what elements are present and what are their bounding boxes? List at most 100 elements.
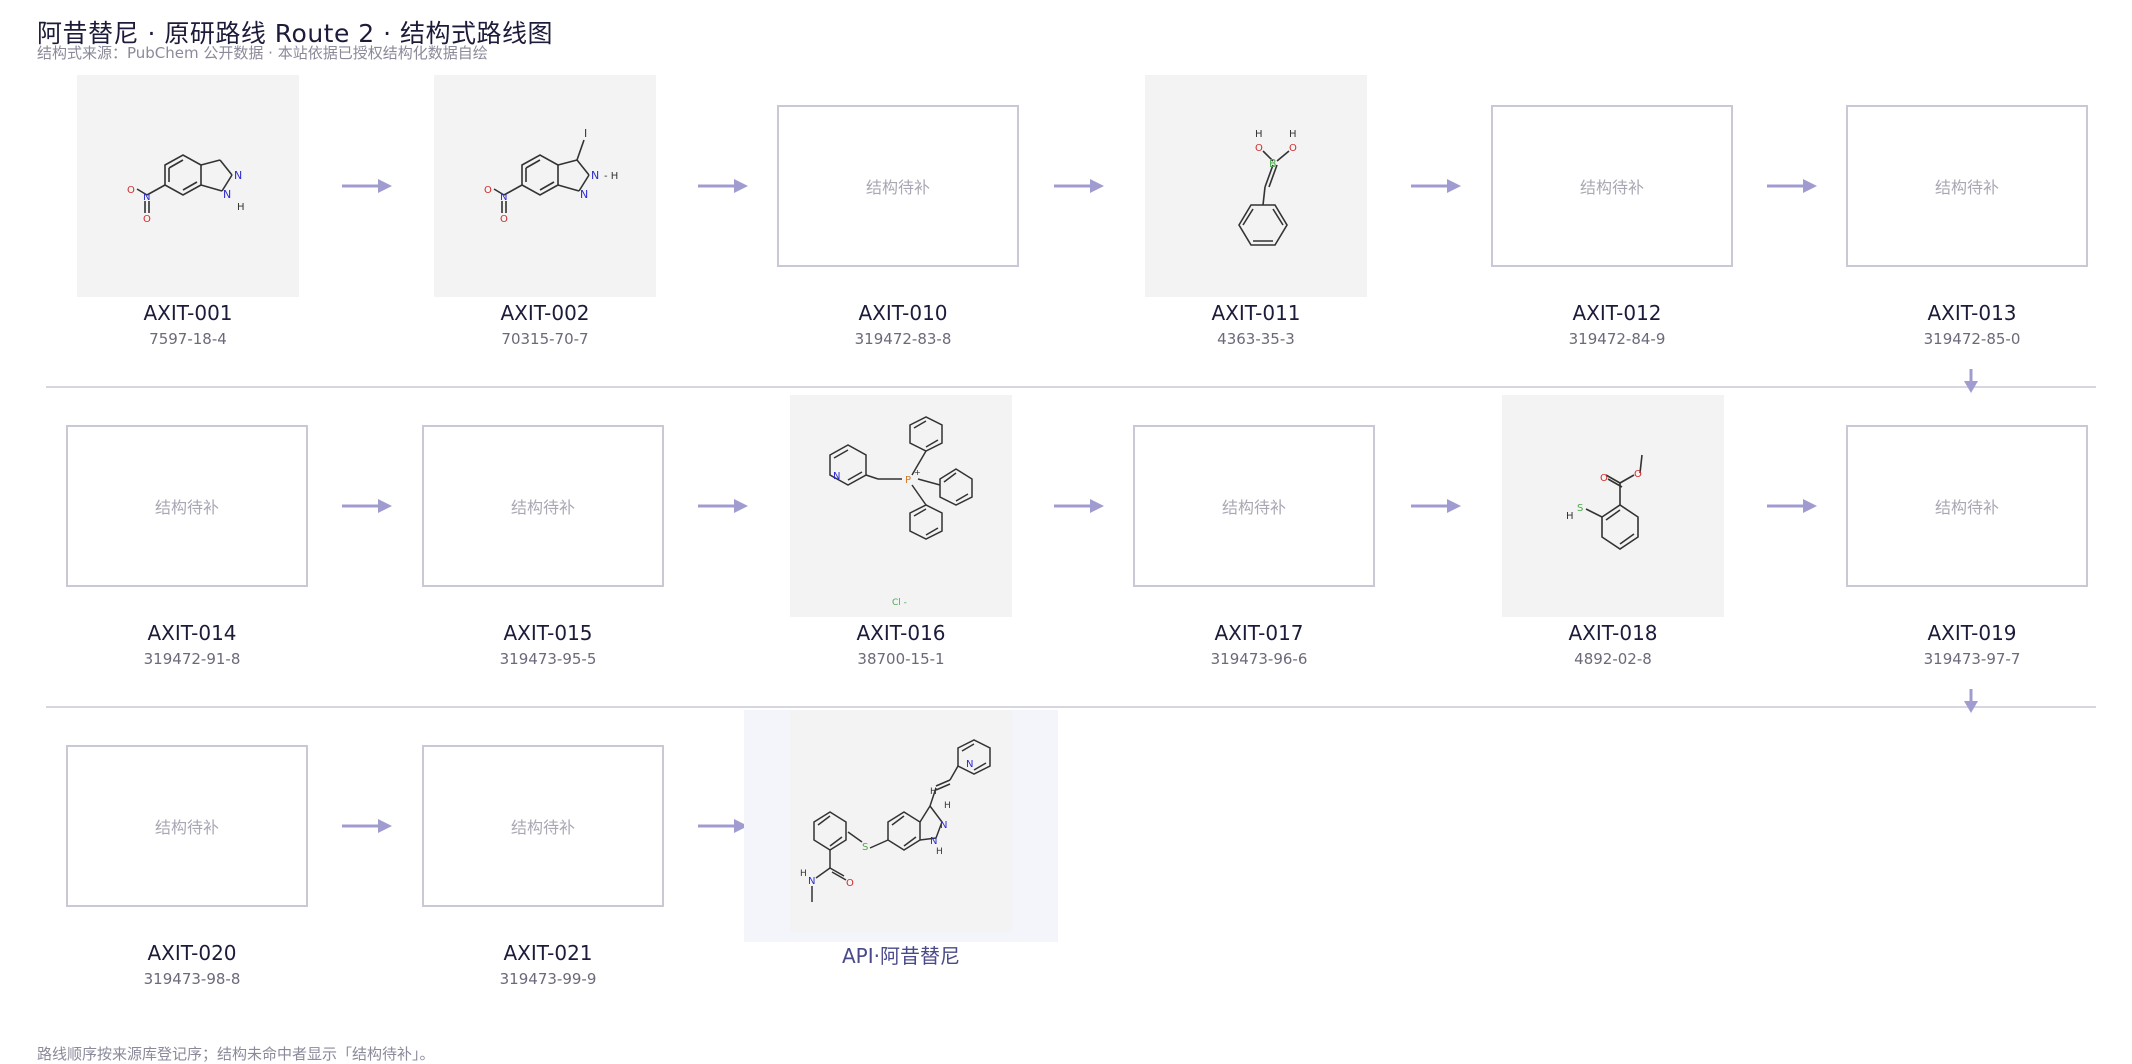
- structure-image: N N H N O O: [77, 75, 299, 297]
- svg-text:H: H: [1566, 511, 1574, 522]
- structure-placeholder: 结构待补: [66, 745, 308, 907]
- right-arrow-icon: [1054, 499, 1104, 513]
- row-separator: [46, 706, 2096, 708]
- footnote: 路线顺序按来源库登记序；结构未命中者显示「结构待补」。: [37, 1045, 435, 1063]
- page-subtitle: 结构式来源：PubChem 公开数据 · 本站依据已授权结构化数据自绘: [37, 44, 488, 62]
- svg-text:H: H: [936, 847, 943, 857]
- step-cas: 319473-95-5: [499, 650, 597, 668]
- step-code: AXIT-020: [147, 941, 237, 965]
- svg-text:O: O: [1289, 143, 1297, 154]
- svg-text:N: N: [966, 759, 973, 770]
- svg-text:O: O: [484, 185, 492, 196]
- svg-text:N: N: [808, 876, 815, 887]
- row-separator: [46, 386, 2096, 388]
- structure-placeholder: 结构待补: [1846, 425, 2088, 587]
- step-code: AXIT-017: [1214, 621, 1304, 645]
- svg-text:O: O: [1634, 469, 1642, 480]
- right-arrow-icon: [1767, 179, 1817, 193]
- step-cas: 319473-98-8: [143, 970, 241, 988]
- svg-text:N: N: [833, 471, 840, 482]
- structure-image: B O O H H: [1145, 75, 1367, 297]
- step-cas: 319473-99-9: [499, 970, 597, 988]
- step-cas: 319472-91-8: [143, 650, 241, 668]
- step-code: AXIT-012: [1572, 301, 1662, 325]
- svg-text:- H: - H: [604, 171, 618, 182]
- right-arrow-icon: [698, 819, 748, 833]
- api-label: API·阿昔替尼: [842, 944, 960, 968]
- down-arrow-icon: [1964, 369, 1978, 393]
- svg-text:N: N: [500, 192, 507, 203]
- step-code: AXIT-018: [1568, 621, 1658, 645]
- svg-text:N: N: [930, 836, 937, 847]
- svg-text:O: O: [1255, 143, 1263, 154]
- step-cas: 4892-02-8: [1574, 650, 1652, 668]
- structure-image: N H H N N H S O N H: [790, 710, 1012, 932]
- structure-3-iodo-6-nitro-indazole: I N - H N N O O: [484, 127, 618, 225]
- structure-image: O O S H: [1502, 395, 1724, 617]
- step-cas: 319473-97-7: [1923, 650, 2021, 668]
- step-code: AXIT-013: [1927, 301, 2017, 325]
- svg-text:P: P: [905, 475, 911, 486]
- svg-text:H: H: [930, 787, 937, 797]
- svg-text:+: +: [914, 468, 921, 477]
- structure-6-nitro-indazole: N N H N O O: [127, 154, 245, 225]
- svg-text:B: B: [1269, 157, 1277, 170]
- step-cas: 319472-85-0: [1923, 330, 2021, 348]
- svg-text:N: N: [940, 820, 947, 831]
- svg-text:N: N: [591, 169, 599, 182]
- svg-text:H: H: [944, 801, 951, 811]
- structure-placeholder: 结构待补: [1846, 105, 2088, 267]
- right-arrow-icon: [1054, 179, 1104, 193]
- structure-placeholder: 结构待补: [422, 745, 664, 907]
- step-cas: 319472-83-8: [854, 330, 952, 348]
- step-cas: 38700-15-1: [857, 650, 945, 668]
- structure-placeholder: 结构待补: [422, 425, 664, 587]
- structure-styrylboronic-acid: B O O H H: [1238, 129, 1297, 246]
- svg-text:N: N: [143, 192, 150, 203]
- step-code: AXIT-010: [858, 301, 948, 325]
- right-arrow-icon: [1411, 179, 1461, 193]
- step-code: AXIT-016: [856, 621, 946, 645]
- structure-placeholder: 结构待补: [1133, 425, 1375, 587]
- svg-text:I: I: [584, 127, 587, 140]
- step-code: AXIT-021: [503, 941, 593, 965]
- svg-text:N: N: [223, 188, 231, 201]
- right-arrow-icon: [1767, 499, 1817, 513]
- step-cas: 319473-96-6: [1210, 650, 1308, 668]
- step-code: AXIT-001: [143, 301, 233, 325]
- structure-axitinib: N H H N N H S O N H: [800, 739, 991, 902]
- svg-text:S: S: [862, 842, 868, 853]
- svg-text:S: S: [1577, 503, 1583, 514]
- svg-text:H: H: [800, 869, 807, 879]
- structure-placeholder: 结构待补: [1491, 105, 1733, 267]
- step-cas: 7597-18-4: [149, 330, 227, 348]
- step-cas: 319472-84-9: [1568, 330, 1666, 348]
- structure-placeholder: 结构待补: [66, 425, 308, 587]
- step-code: AXIT-014: [147, 621, 237, 645]
- right-arrow-icon: [342, 179, 392, 193]
- svg-text:Cl -: Cl -: [892, 598, 907, 608]
- right-arrow-icon: [698, 179, 748, 193]
- structure-image: N P + Cl -: [790, 395, 1012, 617]
- down-arrow-icon: [1964, 689, 1978, 713]
- page-title: 阿昔替尼 · 原研路线 Route 2 · 结构式路线图: [37, 19, 554, 48]
- right-arrow-icon: [698, 499, 748, 513]
- right-arrow-icon: [342, 819, 392, 833]
- svg-text:O: O: [143, 214, 151, 225]
- api-product[interactable]: N H H N N H S O N H API·阿昔替尼: [744, 710, 1058, 968]
- svg-text:O: O: [127, 185, 135, 196]
- structure-placeholder: 结构待补: [777, 105, 1019, 267]
- step-code: AXIT-015: [503, 621, 593, 645]
- structure-methyl-thiosalicylate: O O S H: [1566, 454, 1643, 550]
- right-arrow-icon: [1411, 499, 1461, 513]
- svg-text:O: O: [1600, 473, 1608, 484]
- svg-text:O: O: [846, 878, 854, 889]
- step-code: AXIT-019: [1927, 621, 2017, 645]
- structure-phosphonium-chloride: N P + Cl -: [829, 416, 973, 608]
- step-code: AXIT-011: [1211, 301, 1301, 325]
- right-arrow-icon: [342, 499, 392, 513]
- svg-text:O: O: [500, 214, 508, 225]
- step-cas: 70315-70-7: [501, 330, 589, 348]
- svg-text:H: H: [1289, 129, 1297, 140]
- step-code: AXIT-002: [500, 301, 590, 325]
